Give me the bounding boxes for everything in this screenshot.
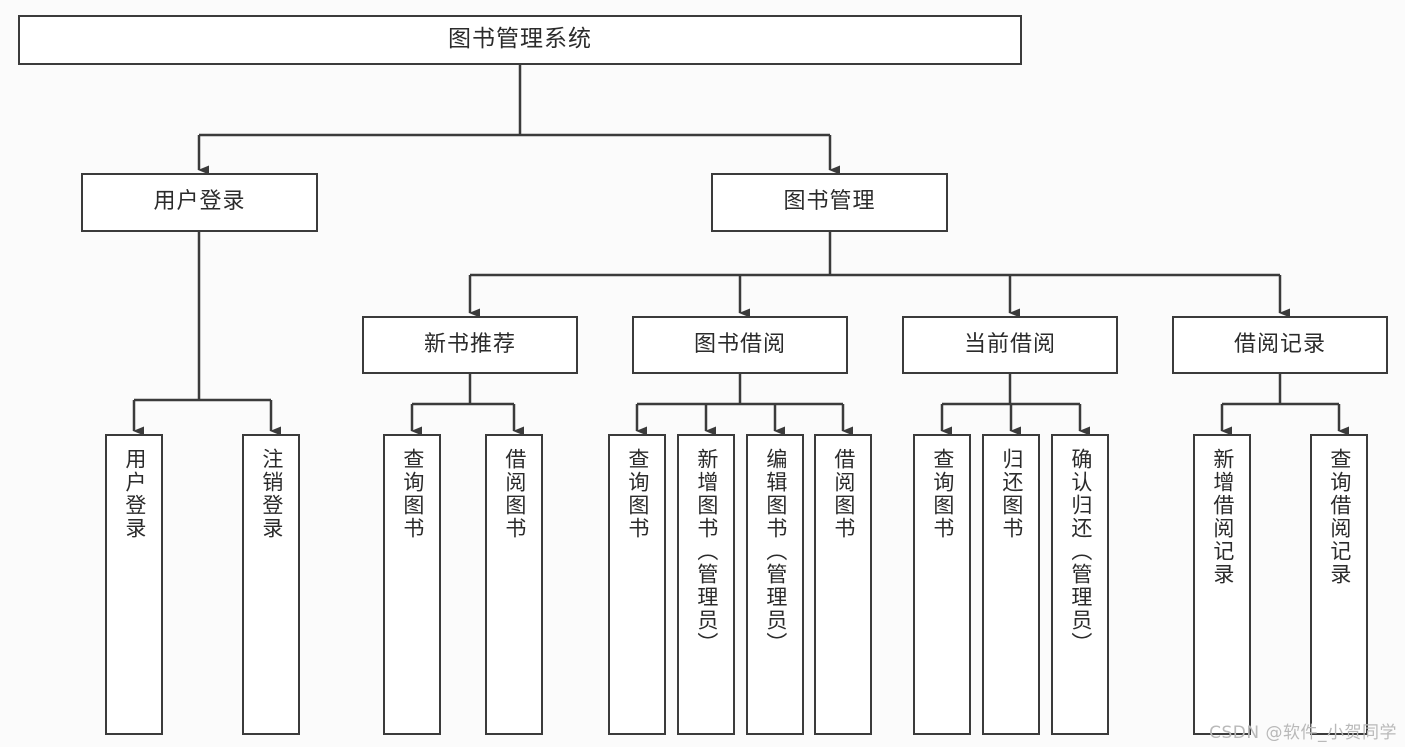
leaf-label: 编辑图书（管理员）	[763, 448, 788, 655]
node-current-borrow[interactable]: 当前借阅	[902, 316, 1118, 374]
leaf-recommend-query-book[interactable]: 查询图书	[383, 434, 441, 735]
node-label: 图书管理	[783, 189, 876, 215]
node-root-book-management-system[interactable]: 图书管理系统	[18, 15, 1022, 65]
node-label: 新书推荐	[423, 331, 516, 357]
leaf-borrow-edit-book-admin[interactable]: 编辑图书（管理员）	[746, 434, 804, 735]
leaf-borrow-borrow-book[interactable]: 借阅图书	[814, 434, 872, 735]
leaf-borrow-add-book-admin[interactable]: 新增图书（管理员）	[677, 434, 735, 735]
leaf-borrow-query-book[interactable]: 查询图书	[608, 434, 666, 735]
leaf-current-return-book[interactable]: 归还图书	[982, 434, 1040, 735]
node-label: 借阅记录	[1233, 331, 1326, 357]
leaf-label: 用户登录	[122, 448, 147, 540]
watermark: CSDN @软件_小贺同学	[1209, 723, 1397, 743]
node-book-borrow[interactable]: 图书借阅	[632, 316, 848, 374]
leaf-label: 查询图书	[400, 448, 425, 540]
leaf-user-login-signin[interactable]: 用户登录	[105, 434, 163, 735]
leaf-label: 注销登录	[259, 448, 284, 540]
leaf-recommend-borrow-book[interactable]: 借阅图书	[485, 434, 543, 735]
leaf-label: 新增借阅记录	[1210, 448, 1235, 586]
leaf-current-query-book[interactable]: 查询图书	[913, 434, 971, 735]
leaf-record-query-borrow-record[interactable]: 查询借阅记录	[1310, 434, 1368, 735]
node-label: 当前借阅	[963, 331, 1056, 357]
leaf-label: 归还图书	[999, 448, 1024, 540]
leaf-record-add-borrow-record[interactable]: 新增借阅记录	[1193, 434, 1251, 735]
leaf-label: 借阅图书	[502, 448, 527, 540]
node-book-management[interactable]: 图书管理	[711, 173, 948, 232]
leaf-label: 查询图书	[625, 448, 650, 540]
leaf-current-confirm-return-admin[interactable]: 确认归还（管理员）	[1051, 434, 1109, 735]
node-borrow-record[interactable]: 借阅记录	[1172, 316, 1388, 374]
leaf-label: 新增图书（管理员）	[694, 448, 719, 655]
leaf-label: 查询图书	[930, 448, 955, 540]
node-user-login[interactable]: 用户登录	[81, 173, 318, 232]
node-label: 图书管理系统	[448, 26, 592, 53]
leaf-user-login-signout[interactable]: 注销登录	[242, 434, 300, 735]
leaf-label: 查询借阅记录	[1327, 448, 1352, 586]
node-label: 图书借阅	[693, 331, 786, 357]
node-new-book-recommend[interactable]: 新书推荐	[362, 316, 578, 374]
node-label: 用户登录	[153, 189, 246, 215]
leaf-label: 确认归还（管理员）	[1068, 448, 1093, 655]
leaf-label: 借阅图书	[831, 448, 856, 540]
